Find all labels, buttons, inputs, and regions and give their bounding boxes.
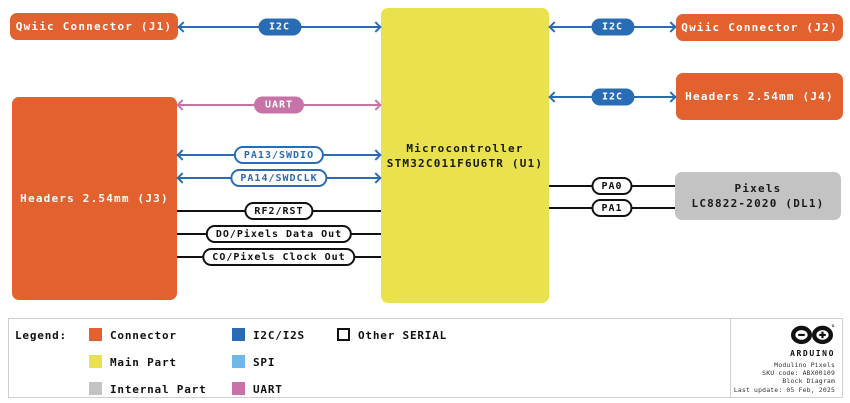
connection-reset: RF2/RST [177,197,381,225]
connection-j2-i2c: I2C [548,13,677,41]
legend-label-i2c-i2s: I2C/I2S [253,329,305,342]
connection-uart: UART [176,91,382,119]
pixels-label-line2: LC8822-2020 (DL1) [691,197,825,210]
legend-label-other-serial: Other SERIAL [358,329,448,342]
arrowhead-left-icon [548,91,560,103]
legend-swatch-other-serial [337,328,350,341]
connection-j4-i2c: I2C [548,83,677,111]
arrowhead-right-icon [370,172,382,184]
arrowhead-right-icon [370,149,382,161]
arduino-wordmark: ARDUINO [790,349,835,358]
microcontroller-label-line2: STM32C011F6U6TR (U1) [386,156,544,170]
arrowhead-left-icon [177,21,189,33]
arrowhead-right-icon [665,21,677,33]
arrowhead-left-icon [548,21,560,33]
bus-label-i2c-j2: I2C [590,18,635,36]
arrowhead-right-icon [665,91,677,103]
footer-doc-type: Block Diagram [782,377,835,386]
arrowhead-left-icon [176,149,188,161]
legend-swatch-internal-part [89,382,102,395]
footer-last-update: Last update: 05 Feb, 2025 [733,385,835,394]
block-qwiic-connector-j2-label: Qwiic Connector (J2) [681,21,838,34]
pin-label-do-pixels-data-out: DO/Pixels Data Out [205,225,353,243]
block-qwiic-connector-j1-label: Qwiic Connector (J1) [15,20,173,33]
legend-panel [8,318,843,398]
legend-swatch-main-part [89,355,102,368]
pin-label-pa14-swdclk: PA14/SWDCLK [230,169,328,187]
arrowhead-left-icon [176,172,188,184]
block-microcontroller-u1: Microcontroller STM32C011F6U6TR (U1) [381,8,549,303]
pin-label-pa13-swdio: PA13/SWDIO [233,146,325,164]
connection-swdclk: PA14/SWDCLK [176,164,382,192]
block-headers-j3-label: Headers 2.54mm (J3) [20,192,169,205]
legend-title: Legend: [15,329,67,342]
legend-swatch-connector [89,328,102,341]
bus-label-i2c-j4: I2C [590,88,635,106]
bus-label-uart: UART [253,96,305,114]
block-headers-j4: Headers 2.54mm (J4) [676,73,843,120]
block-headers-j3: Headers 2.54mm (J3) [12,97,177,300]
connection-pa1: PA1 [549,194,675,222]
connection-pixels-data-out: DO/Pixels Data Out [177,220,381,248]
legend-label-uart: UART [253,383,283,396]
connection-pa0: PA0 [549,172,675,200]
pin-label-pa0: PA0 [591,177,633,195]
pin-label-co-pixels-clock-out: CO/Pixels Clock Out [202,248,356,266]
legend-label-internal-part: Internal Part [110,383,207,396]
arrowhead-right-icon [370,21,382,33]
pixels-label-line1: Pixels [734,182,782,195]
legend-label-main-part: Main Part [110,356,177,369]
block-pixels-dl1: Pixels LC8822-2020 (DL1) [675,172,841,220]
arduino-logo-icon [791,324,835,345]
title-block: ARDUINO Modulino Pixels SKU code: ABX001… [730,318,843,398]
connection-swdio: PA13/SWDIO [176,141,382,169]
legend-swatch-uart [232,382,245,395]
pin-label-rf2-rst: RF2/RST [244,202,314,220]
block-qwiic-connector-j2: Qwiic Connector (J2) [676,14,843,41]
legend-label-spi: SPI [253,356,276,369]
connection-j1-i2c: I2C [177,13,382,41]
arrowhead-right-icon [370,99,382,111]
block-qwiic-connector-j1: Qwiic Connector (J1) [10,13,178,40]
bus-label-i2c-j1: I2C [257,18,302,36]
block-headers-j4-label: Headers 2.54mm (J4) [685,90,834,103]
legend-swatch-i2c-i2s [232,328,245,341]
legend-swatch-spi [232,355,245,368]
footer-product: Modulino Pixels [774,361,835,369]
footer-sku: SKU code: ABX00109 [762,369,835,378]
legend-label-connector: Connector [110,329,177,342]
microcontroller-label-line1: Microcontroller [406,141,524,155]
pin-label-pa1: PA1 [591,199,633,217]
connection-pixels-clock-out: CO/Pixels Clock Out [177,243,381,271]
arrowhead-left-icon [176,99,188,111]
